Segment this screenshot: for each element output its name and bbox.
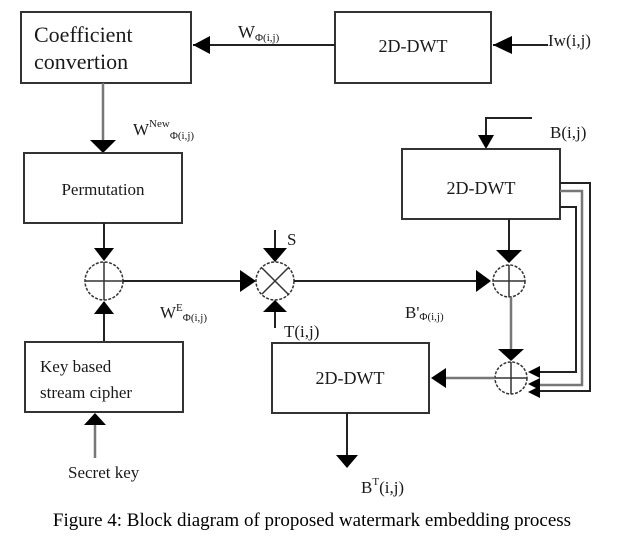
multiplier: [255, 261, 295, 301]
arrow-down-icon: [90, 140, 116, 153]
b-prime-label: B'Φ(i,j): [405, 303, 444, 323]
w-e-label: WEΦ(i,j): [160, 302, 207, 324]
arrow-left-icon: [528, 386, 540, 398]
t-signal-label: T(i,j): [284, 322, 319, 341]
key-stream-cipher-block: Key based stream cipher: [24, 341, 184, 413]
dwt-output-label: 2D-DWT: [316, 368, 385, 388]
arrow-down-icon: [498, 349, 524, 361]
dwt-top-block: 2D-DWT: [334, 11, 492, 84]
arrow-left-icon: [528, 378, 540, 390]
arrow-left-icon: [493, 36, 512, 54]
subband-feedback-lines: [528, 182, 591, 398]
arrow-left-icon: [431, 368, 446, 388]
adder-right: [492, 264, 526, 298]
arrow-up-icon: [94, 301, 114, 314]
dwt-top-label: 2D-DWT: [379, 36, 448, 56]
secret-key-label: Secret key: [68, 463, 140, 482]
w-new-label: WNewΦ(i,j): [133, 118, 194, 142]
dwt-cover-label: 2D-DWT: [447, 178, 516, 198]
s-signal-label: S: [287, 230, 296, 249]
w-new-connector: [90, 83, 116, 153]
w-phi-connector: [193, 36, 335, 54]
b-t-label: BT(i,j): [361, 476, 404, 497]
arrow-up-icon: [84, 413, 106, 425]
dwt-output-block: 2D-DWT: [271, 342, 430, 414]
arrow-left-icon: [528, 366, 540, 378]
iw-input-connector: [493, 36, 548, 54]
arrow-right-icon: [240, 270, 256, 292]
xor-adder-left: [84, 261, 124, 301]
permutation-label: Permutation: [61, 180, 145, 199]
arrow-down-icon: [94, 248, 114, 261]
permutation-block: Permutation: [23, 152, 183, 224]
coefficient-conversion-label-line1: Coefficient: [34, 22, 133, 47]
arrow-down-icon: [496, 250, 522, 263]
adder-bottom: [494, 361, 528, 395]
key-cipher-label-line1: Key based: [40, 357, 112, 376]
b-signal-label: B(i,j): [550, 123, 586, 142]
w-phi-label: WΦ(i,j): [238, 22, 280, 44]
arrow-right-icon: [476, 270, 491, 292]
arrow-left-icon: [193, 36, 210, 54]
dwt-cover-block: 2D-DWT: [401, 148, 561, 220]
iw-signal-label: Iw(i,j): [548, 31, 591, 50]
coefficient-conversion-label-line2: convertion: [34, 49, 128, 74]
key-cipher-label-line2: stream cipher: [40, 383, 132, 402]
coefficient-conversion-block: Coefficient convertion: [20, 11, 192, 84]
arrow-down-icon: [478, 135, 494, 149]
figure-caption: Figure 4: Block diagram of proposed wate…: [53, 510, 571, 531]
arrow-down-icon: [263, 248, 287, 262]
arrow-down-icon: [336, 455, 358, 468]
arrow-up-icon: [263, 300, 287, 312]
